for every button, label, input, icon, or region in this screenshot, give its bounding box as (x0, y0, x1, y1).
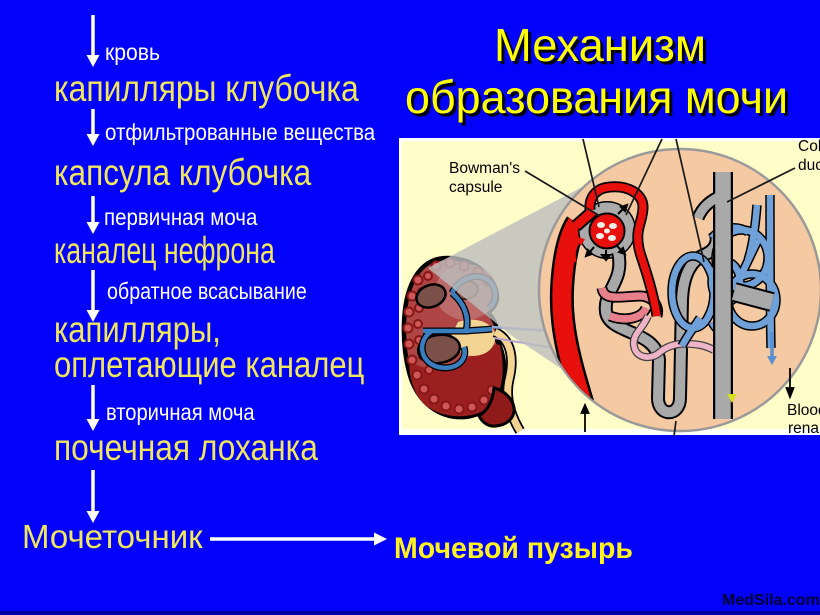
svg-text:Blood to: Blood to (787, 402, 820, 419)
svg-text:Collecting: Collecting (798, 138, 820, 155)
svg-text:renal vein: renal vein (788, 420, 820, 437)
svg-text:Bowman's: Bowman's (449, 160, 520, 177)
svg-text:capsule: capsule (449, 179, 502, 196)
svg-text:duct: duct (798, 157, 820, 174)
